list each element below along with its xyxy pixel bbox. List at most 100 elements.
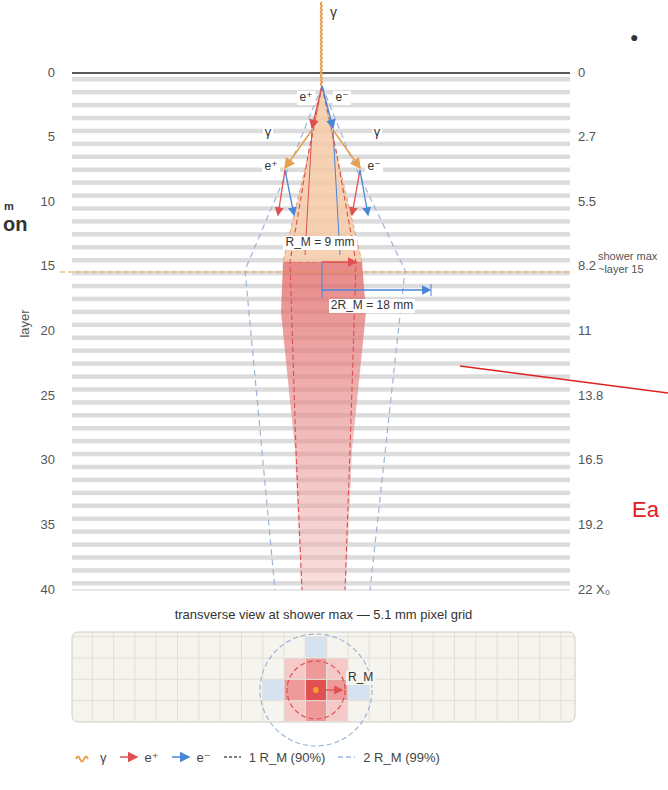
envelope-1rm	[290, 86, 356, 590]
grid-line	[73, 700, 574, 701]
tick-label: 40	[41, 583, 55, 598]
pixel-cell	[327, 701, 348, 721]
grid-line	[305, 633, 306, 721]
dimension-tick	[431, 284, 432, 296]
callout-leader	[460, 366, 668, 393]
photon-track	[285, 130, 312, 168]
tick-label: 5	[48, 130, 55, 145]
legend-item: e⁺	[119, 748, 159, 766]
electron-track	[360, 170, 368, 215]
legend-text: 1 R_M (90%)	[249, 750, 326, 765]
tick-label: 16.5	[578, 453, 603, 468]
dimension-tick	[322, 262, 323, 298]
rm-arrow	[318, 689, 342, 690]
pixel-cell	[305, 637, 326, 658]
legend-sample	[223, 748, 245, 766]
legend-text: γ	[100, 750, 107, 765]
grid-line	[73, 658, 574, 659]
rm-arrow	[322, 261, 356, 262]
grid-line	[454, 633, 455, 721]
grid-line	[73, 636, 574, 637]
dimension-label: R_M = 9 mm	[283, 236, 356, 250]
tick-label: 20	[41, 324, 55, 339]
tick-label: 2.7	[578, 130, 596, 145]
legend-sample	[120, 756, 137, 758]
legend-text: e⁺	[145, 750, 159, 765]
pixel-cell	[327, 658, 348, 679]
tick-label: 8.2	[578, 259, 596, 274]
grid-line	[92, 633, 93, 721]
legend-sample	[171, 748, 193, 766]
pixel-cell	[284, 701, 305, 721]
grid-line	[241, 633, 242, 721]
envelope-2rm	[245, 86, 405, 590]
tick-label: 22 X₀	[578, 583, 610, 598]
photon-track	[321, 2, 322, 86]
legend-sample	[172, 756, 189, 758]
particle-label: e⁻	[365, 160, 382, 174]
dimension-label: 2R_M = 18 mm	[329, 299, 415, 313]
grid-line	[156, 633, 157, 721]
legend-item: γ	[74, 748, 107, 766]
tick-label: 19.2	[578, 518, 603, 533]
tick-label: 11	[578, 324, 592, 339]
photon-track	[333, 130, 360, 168]
tick-label: 30	[41, 453, 55, 468]
2rm-arrow	[322, 289, 430, 290]
grid-line	[284, 633, 285, 721]
transverse-view-panel: transverse view at shower max — 5.1 mm p…	[72, 606, 575, 722]
electron-track	[322, 86, 333, 128]
grid-line	[198, 633, 199, 721]
tick-label: 5.5	[578, 195, 596, 210]
tick-label: 13.8	[578, 389, 603, 404]
grid-line	[390, 633, 391, 721]
grid-line	[433, 633, 434, 721]
legend: γ e⁺ e⁻ 1 R_M (90%) 2 R_M (99%)	[74, 748, 452, 766]
absorber-layers	[72, 77, 570, 590]
particle-label: γ	[263, 125, 274, 140]
legend-text: 2 R_M (99%)	[363, 750, 440, 765]
grid-line	[539, 633, 540, 721]
legend-text: e⁻	[197, 750, 211, 765]
transverse-panel	[72, 632, 575, 722]
legend-item: 1 R_M (90%)	[223, 748, 326, 766]
grid-line	[411, 633, 412, 721]
cropped-text: m	[4, 200, 14, 213]
pixel-cell	[305, 721, 326, 722]
grid-line	[134, 633, 135, 721]
grid-line	[518, 633, 519, 721]
grid-line	[220, 633, 221, 721]
tick-label: 35	[41, 518, 55, 533]
particle-label: γ	[330, 4, 337, 20]
grid-line	[560, 633, 561, 721]
legend-sample	[224, 756, 241, 757]
annotation: shower max ~layer 15	[596, 250, 666, 275]
legend-sample	[337, 748, 359, 766]
positron-track	[278, 170, 285, 215]
legend-sample	[338, 756, 355, 757]
particle-label: e⁺	[262, 160, 279, 174]
callout-text: Ea	[632, 497, 659, 522]
tick-label: 10	[41, 195, 55, 210]
grid-line	[262, 633, 263, 721]
tick-label: 0	[578, 66, 585, 81]
grid-line	[113, 633, 114, 721]
legend-item: e⁻	[171, 748, 211, 766]
pixel-grid	[73, 633, 574, 721]
tick-label: 15	[41, 259, 55, 274]
grid-line	[326, 633, 327, 721]
positron-track	[352, 170, 360, 215]
pixel-cell	[284, 658, 305, 679]
early-shower	[283, 86, 362, 262]
dimension-label: R_M	[346, 671, 375, 685]
particle-label: e⁺	[297, 91, 314, 105]
grid-line	[177, 633, 178, 721]
legend-sample	[119, 748, 141, 766]
bullet: ●	[630, 29, 638, 45]
grid-line	[73, 679, 574, 680]
grid-line	[497, 633, 498, 721]
grid-line	[475, 633, 476, 721]
electron-track	[285, 170, 294, 215]
legend-sample	[76, 757, 88, 762]
